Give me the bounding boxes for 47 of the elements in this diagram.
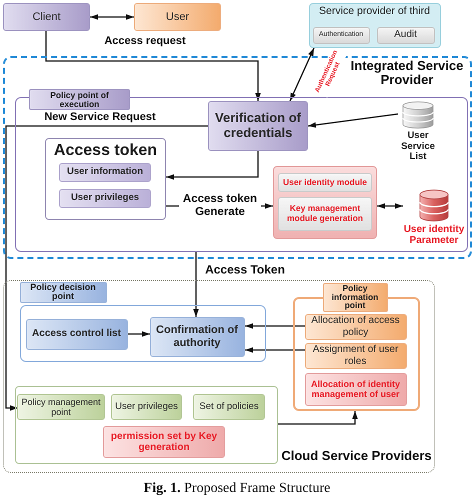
frame-tab: Policy information point: [322, 282, 388, 312]
policy-box: User privileges: [111, 394, 182, 420]
policy-box: Policy management point: [17, 394, 105, 420]
figure-caption: Fig. 1. Proposed Frame Structure: [144, 481, 330, 497]
arrow: [377, 203, 403, 209]
actor-box: User: [134, 3, 221, 31]
arrow: [245, 347, 305, 353]
actor-box: Client: [3, 3, 90, 31]
process-box: Access control list: [26, 318, 128, 350]
arrow: [278, 411, 358, 425]
arrow: [90, 14, 134, 20]
arrow: [193, 252, 199, 317]
arrow: [245, 323, 305, 329]
frame-title: Cloud Service Providers: [281, 448, 432, 463]
arrow: [45, 31, 261, 101]
function-box: Audit: [376, 26, 434, 44]
dotted-frame: [3, 280, 435, 473]
module-box: User identity module: [278, 173, 372, 192]
edge-label: Access Token: [205, 263, 285, 277]
frame-title: Integrated Service Provider: [350, 59, 464, 88]
info-box: Allocation of identity management of user: [304, 372, 406, 406]
icon-caption: User Service List: [400, 131, 436, 163]
policy-box: Set of policies: [193, 394, 265, 420]
policy-box: permission set by Key generation: [103, 426, 225, 458]
info-box: User information: [59, 163, 151, 182]
info-box: User privileges: [59, 189, 151, 208]
token-panel: [45, 138, 166, 220]
module-box: Key management module generation: [278, 197, 372, 231]
arrow: [308, 113, 398, 128]
process-box: Verification of credentials: [208, 101, 308, 151]
module-panel: [273, 166, 377, 239]
arrow: [289, 48, 315, 102]
icon-caption: User identity Parameter: [403, 224, 465, 246]
frame-tab: Policy point of execution: [29, 89, 130, 110]
frame-title: Service provider of third: [319, 6, 430, 18]
edge-label: Access request: [104, 34, 186, 48]
info-box: Allocation of access policy: [304, 314, 406, 340]
edge-label: New Service Request: [44, 110, 156, 124]
policy-panel: [14, 386, 278, 464]
info-box: Assignment of user roles: [304, 342, 406, 368]
arrow: [166, 151, 259, 180]
frame-title: Access token: [54, 142, 158, 160]
frame-tab: Policy decision point: [20, 282, 106, 302]
process-box: Confirmation of authority: [150, 316, 244, 356]
provider-panel: [309, 3, 441, 48]
arrow: [5, 125, 208, 411]
arrow: [128, 331, 150, 337]
